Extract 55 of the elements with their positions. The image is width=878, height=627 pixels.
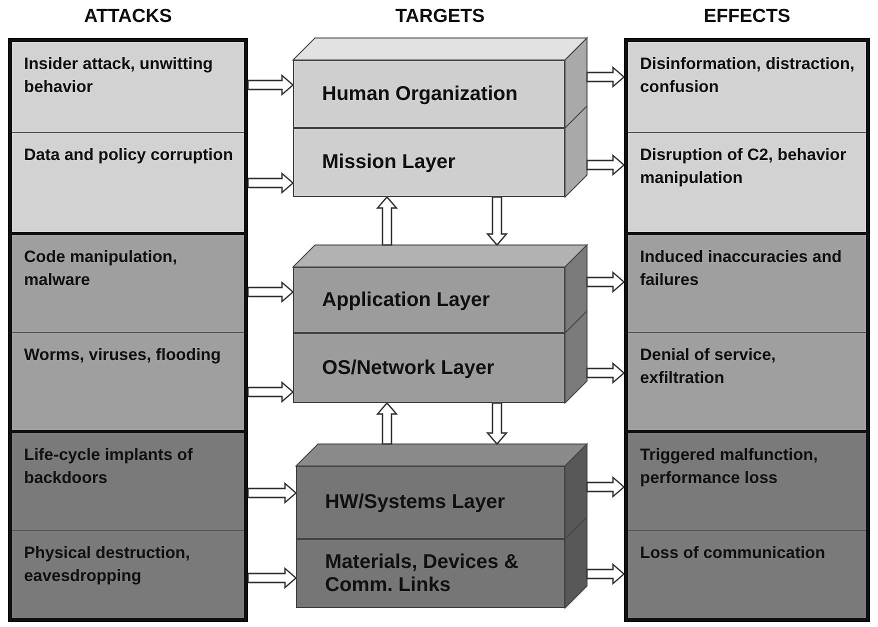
attack-effect-cell [12,232,244,332]
block-arrow [376,402,398,445]
block-arrow [586,66,626,88]
layer-label: Application Layer [322,288,490,312]
column-heading: EFFECTS [702,6,792,28]
block-arrow [247,482,298,504]
attack-effect-cell [12,132,244,232]
layer-label: OS/Network Layer [322,356,494,380]
block-arrow [586,270,626,294]
cell-text: Induced inaccuracies and failures [640,247,843,292]
layer-label: HW/Systems Layer [325,491,506,514]
layer-front-face [296,539,565,608]
layer-front-face [293,60,565,128]
attack-effect-cell [628,332,866,430]
layer-label: Materials, Devices & Comm. Links [325,550,520,596]
block-arrow [247,566,298,590]
cell-text: Life-cycle implants of backdoors [24,445,194,490]
block-arrow [586,476,626,498]
cell-text: Insider attack, unwitting behavior [24,54,214,98]
attack-effect-cell [12,42,244,132]
cell-text: Worms, viruses, flooding [24,345,222,366]
attack-effect-cell [628,430,866,530]
column-heading: ATTACKS [83,6,173,28]
block-arrow [376,196,398,246]
layer-label: Human Organization [322,82,518,106]
block-arrow [486,402,508,446]
cell-text: Data and policy corruption [24,145,234,166]
layer-front-face [293,128,565,197]
attack-effect-cell [628,42,866,132]
attack-effect-cell [628,232,866,332]
cell-text: Triggered malfunction, performance loss [640,445,819,490]
block-arrow [586,562,626,586]
cell-text: Denial of service, exfiltration [640,345,777,390]
block-arrow [247,74,294,96]
cell-text: Physical destruction, eavesdropping [24,543,191,588]
block-arrow [486,196,508,246]
layer-label: Mission Layer [322,151,456,174]
block-arrow [247,172,294,194]
attack-effect-cell [12,430,244,530]
cell-text: Code manipulation, malware [24,247,178,292]
cell-text: Disruption of C2, behavior manipulation [640,145,848,190]
column-heading: TARGETS [394,6,486,28]
block-arrow [586,362,626,384]
attack-effect-cell [12,332,244,430]
layer-front-face [293,267,565,333]
cell-text: Loss of communication [640,543,826,564]
block-arrow [247,380,294,404]
attack-effect-cell [628,530,866,618]
attack-effect-cell [628,132,866,232]
block-arrow [247,280,294,304]
cell-text: Disinformation, distraction, confusion [640,54,856,98]
block-arrow [586,154,626,176]
attack-effect-cell [12,530,244,618]
layer-front-face [293,333,565,403]
layer-front-face [296,466,565,539]
